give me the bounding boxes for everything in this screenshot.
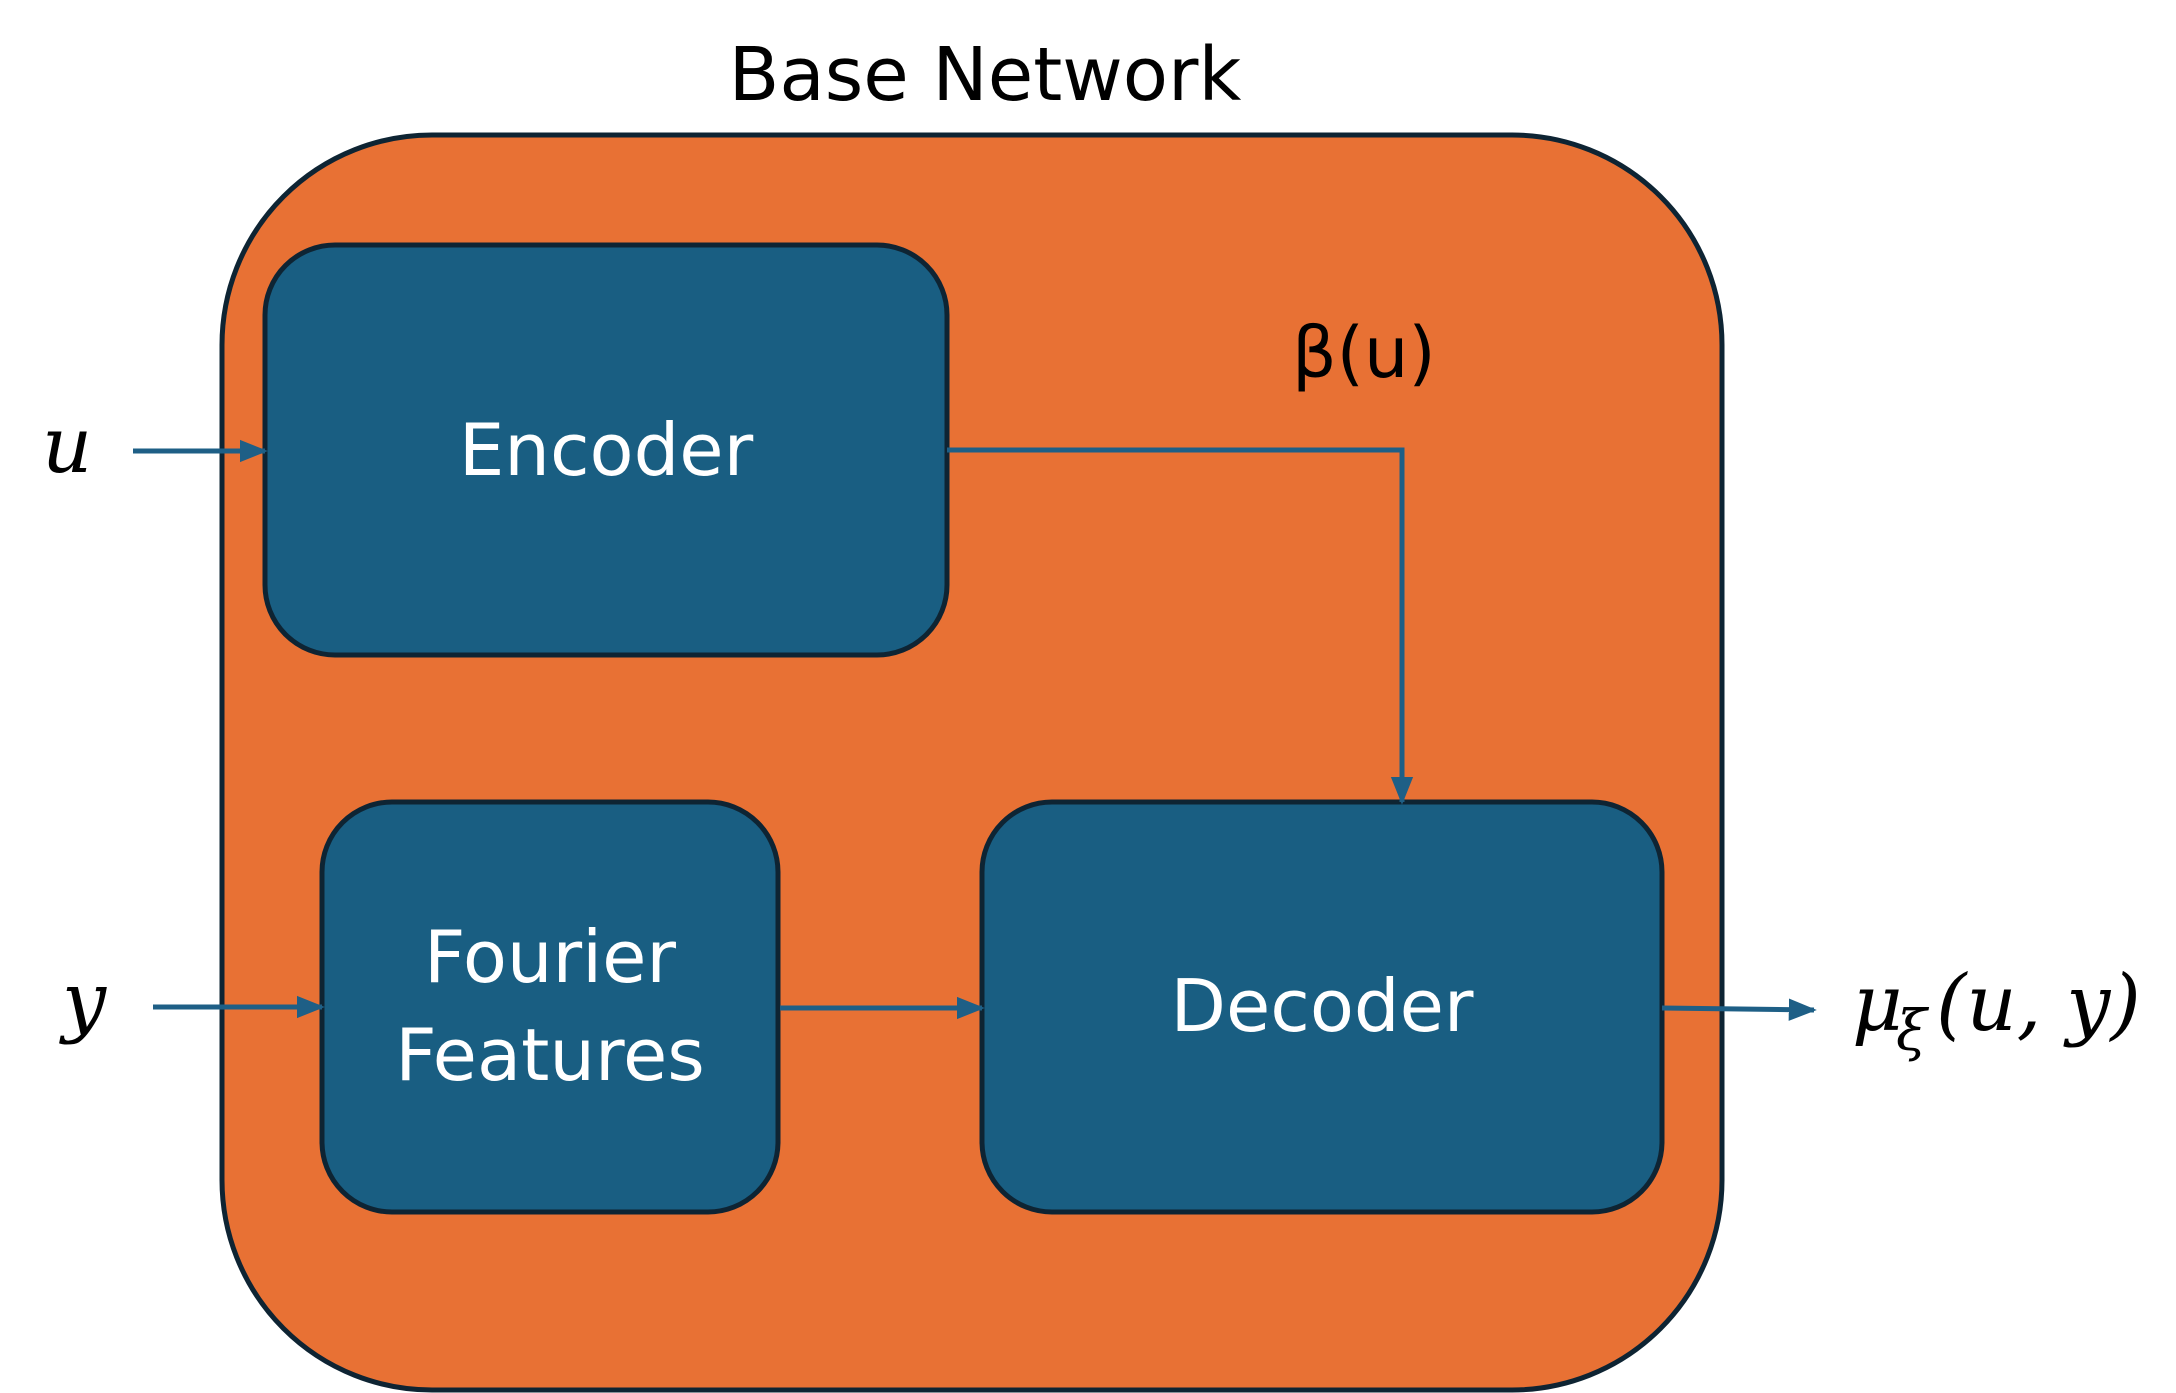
- input-y-label: y: [59, 956, 107, 1046]
- fourier-label-line1: Fourier: [424, 915, 676, 999]
- input-u-label: u: [42, 401, 92, 491]
- arrow-encoder-to-decoder: [947, 447, 1414, 805]
- fourier-features-block: Fourier Features: [319, 799, 781, 1215]
- arrow-decoder-to-output: [1661, 998, 1817, 1021]
- output-label: μ ξ (u, y): [1852, 959, 2141, 1064]
- output-mu-symbol: μ: [1852, 959, 1903, 1049]
- diagram-title: Base Network: [729, 32, 1242, 118]
- decoder-block: Decoder: [979, 799, 1665, 1215]
- decoder-label: Decoder: [1171, 964, 1474, 1048]
- output-xi-subscript: ξ: [1896, 999, 1930, 1064]
- encoder-label: Encoder: [459, 408, 754, 492]
- encoder-block: Encoder: [262, 242, 950, 658]
- beta-u-label: β(u): [1292, 312, 1436, 394]
- output-args: (u, y): [1936, 959, 2141, 1049]
- fourier-label-line2: Features: [395, 1013, 705, 1097]
